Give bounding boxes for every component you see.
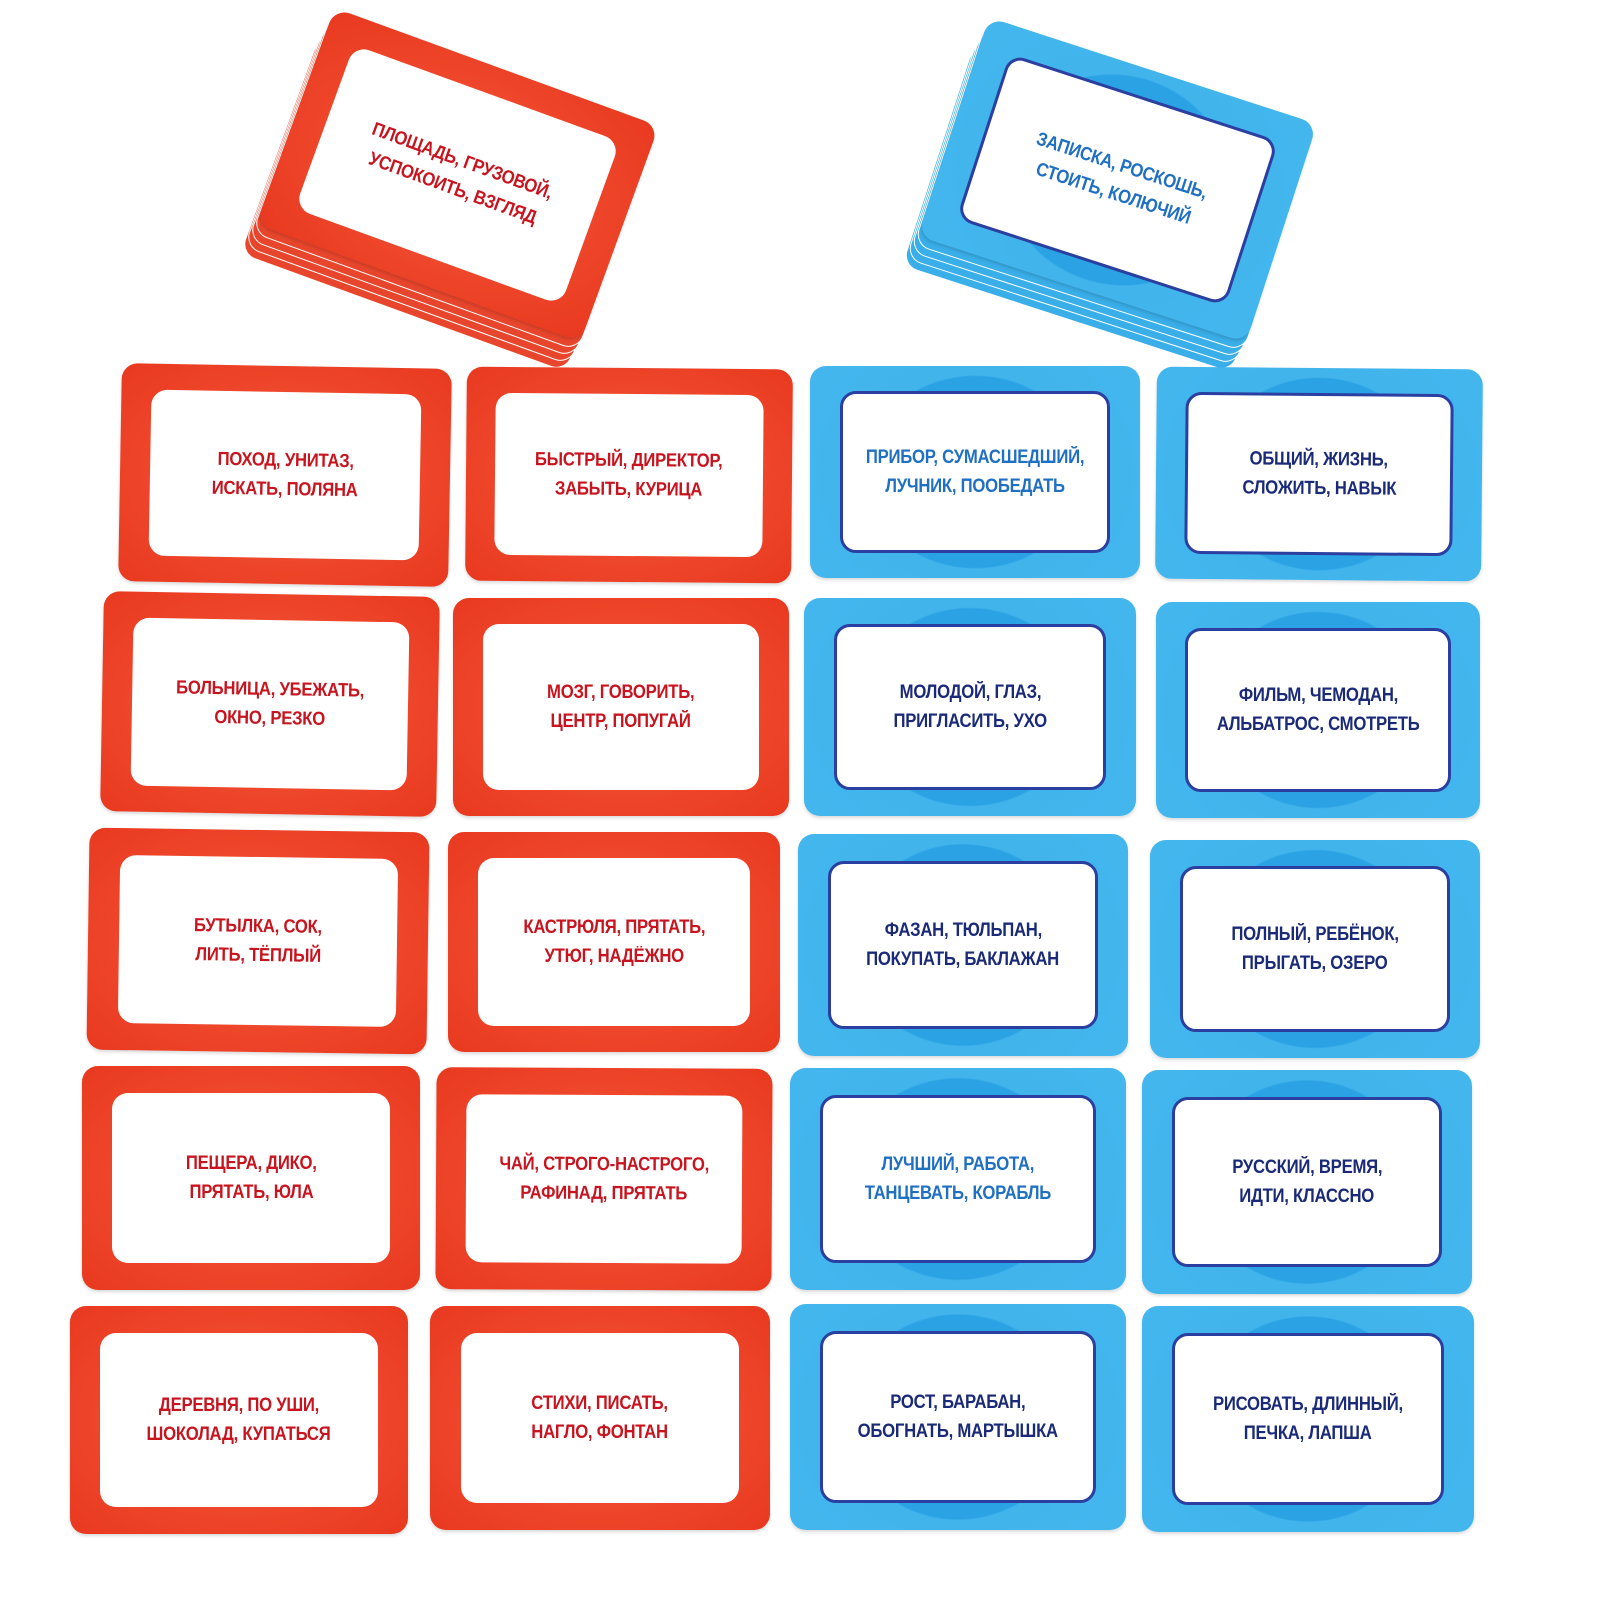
card-word-line: БЫСТРЫЙ, ДИРЕКТОР, xyxy=(535,449,723,472)
card-text-panel: БУТЫЛКА, СОК, ЛИТЬ, ТЁПЛЫЙ xyxy=(117,854,399,1028)
card-word-line: ДЕРЕВНЯ, ПО УШИ, xyxy=(158,1395,320,1416)
card-text-panel: РОСТ, БАРАБАН, ОБОГНАТЬ, МАРТЫШКА xyxy=(820,1331,1096,1503)
word-card-red: ПОХОД, УНИТАЗ, ИСКАТЬ, ПОЛЯНА xyxy=(118,363,452,587)
card-word-line: ЛИТЬ, ТЁПЛЫЙ xyxy=(194,944,321,967)
card-word-line: ФИЛЬМ, ЧЕМОДАН, xyxy=(1238,685,1398,706)
card-text-panel: ФАЗАН, ТЮЛЬПАН, ПОКУПАТЬ, БАКЛАЖАН xyxy=(827,860,1099,1030)
word-card-blue: ПРИБОР, СУМАСШЕДШИЙ, ЛУЧНИК, ПООБЕДАТЬ xyxy=(810,366,1140,578)
card-word-line: БОЛЬНИЦА, УБЕЖАТЬ, xyxy=(176,677,365,702)
card-text-panel: ПРИБОР, СУМАСШЕДШИЙ, ЛУЧНИК, ПООБЕДАТЬ xyxy=(839,391,1111,553)
card-word-line: НАГЛО, ФОНТАН xyxy=(531,1422,669,1443)
word-card-blue: ОБЩИЙ, ЖИЗНЬ, СЛОЖИТЬ, НАВЫК xyxy=(1155,366,1483,582)
card-text-panel: ПОХОД, УНИТАЗ, ИСКАТЬ, ПОЛЯНА xyxy=(148,389,422,561)
card-text-panel: ДЕРЕВНЯ, ПО УШИ, ШОКОЛАД, КУПАТЬСЯ xyxy=(100,1333,378,1507)
word-card-red: КАСТРЮЛЯ, ПРЯТАТЬ, УТЮГ, НАДЁЖНО xyxy=(448,832,780,1052)
card-word-line: ОКНО, РЕЗКО xyxy=(214,707,326,730)
deck-red-top-card: ПЛОЩАДЬ, ГРУЗОВОЙ,УСПОКОИТЬ, ВЗГЛЯД xyxy=(256,7,659,343)
word-card-blue: РИСОВАТЬ, ДЛИННЫЙ, ПЕЧКА, ЛАПША xyxy=(1142,1306,1474,1532)
card-word-line: ПОЛНЫЙ, РЕБЁНОК, xyxy=(1231,924,1399,945)
card-word-line: ЦЕНТР, ПОПУГАЙ xyxy=(550,711,692,732)
card-word-line: РУССКИЙ, ВРЕМЯ, xyxy=(1231,1157,1383,1178)
word-card-red: БЫСТРЫЙ, ДИРЕКТОР, ЗАБЫТЬ, КУРИЦА xyxy=(465,366,793,584)
card-word-line: ПОКУПАТЬ, БАКЛАЖАН xyxy=(866,949,1060,970)
card-word-line: ФАЗАН, ТЮЛЬПАН, xyxy=(884,920,1042,941)
card-text-panel: ПЕЩЕРА, ДИКО, ПРЯТАТЬ, ЮЛА xyxy=(112,1092,390,1264)
card-word-line: ПОХОД, УНИТАЗ, xyxy=(216,448,354,473)
card-text-panel: ПОЛНЫЙ, РЕБЁНОК, ПРЫГАТЬ, ОЗЕРО xyxy=(1179,866,1451,1032)
card-word-line: РАФИНАД, ПРЯТАТЬ xyxy=(520,1182,688,1205)
card-word-line: ИСКАТЬ, ПОЛЯНА xyxy=(211,477,358,502)
card-word-line: ПРЯТАТЬ, ЮЛА xyxy=(189,1182,313,1203)
word-card-blue: МОЛОДОЙ, ГЛАЗ, ПРИГЛАСИТЬ, УХО xyxy=(804,598,1136,816)
card-word-line: БУТЫЛКА, СОК, xyxy=(194,915,323,938)
card-word-line: КАСТРЮЛЯ, ПРЯТАТЬ, xyxy=(523,917,705,938)
card-word-line: ШОКОЛАД, КУПАТЬСЯ xyxy=(147,1424,331,1445)
card-word-line: УТЮГ, НАДЁЖНО xyxy=(544,946,684,967)
card-word-line: ЧАЙ, СТРОГО-НАСТРОГО, xyxy=(499,1153,709,1176)
card-word-line: РОСТ, БАРАБАН, xyxy=(890,1392,1026,1413)
card-text-panel: ЧАЙ, СТРОГО-НАСТРОГО, РАФИНАД, ПРЯТАТЬ xyxy=(465,1093,743,1265)
card-text-panel: РИСОВАТЬ, ДЛИННЫЙ, ПЕЧКА, ЛАПША xyxy=(1171,1333,1445,1505)
card-word-line: СТИХИ, ПИСАТЬ, xyxy=(531,1393,669,1414)
word-card-blue: ФАЗАН, ТЮЛЬПАН, ПОКУПАТЬ, БАКЛАЖАН xyxy=(798,834,1128,1056)
card-text-panel: ОБЩИЙ, ЖИЗНЬ, СЛОЖИТЬ, НАВЫК xyxy=(1184,392,1454,556)
card-text-panel: БОЛЬНИЦА, УБЕЖАТЬ, ОКНО, РЕЗКО xyxy=(130,617,410,791)
card-word-line: ЛУЧШИЙ, РАБОТА, xyxy=(881,1154,1035,1175)
word-card-red: БУТЫЛКА, СОК, ЛИТЬ, ТЁПЛЫЙ xyxy=(86,827,430,1055)
card-word-line: МОЛОДОЙ, ГЛАЗ, xyxy=(899,682,1041,703)
deck-blue-top-card: ЗАПИСКА, РОСКОШЬ,СТОИТЬ, КОЛЮЧИЙ xyxy=(917,17,1318,343)
word-card-red: ПЕЩЕРА, ДИКО, ПРЯТАТЬ, ЮЛА xyxy=(82,1066,420,1290)
card-text-panel: РУССКИЙ, ВРЕМЯ, ИДТИ, КЛАССНО xyxy=(1171,1096,1443,1268)
card-text-panel: СТИХИ, ПИСАТЬ, НАГЛО, ФОНТАН xyxy=(460,1332,740,1504)
word-card-blue: РУССКИЙ, ВРЕМЯ, ИДТИ, КЛАССНО xyxy=(1142,1070,1472,1294)
card-word-line: АЛЬБАТРОС, СМОТРЕТЬ xyxy=(1216,714,1420,735)
word-card-red: ЧАЙ, СТРОГО-НАСТРОГО, РАФИНАД, ПРЯТАТЬ xyxy=(435,1067,773,1291)
card-word-line: МОЗГ, ГОВОРИТЬ, xyxy=(547,682,695,703)
card-word-line: ПЕЩЕРА, ДИКО, xyxy=(185,1153,317,1174)
card-word-line: ТАНЦЕВАТЬ, КОРАБЛЬ xyxy=(864,1183,1052,1204)
card-text-panel: МОЗГ, ГОВОРИТЬ, ЦЕНТР, ПОПУГАЙ xyxy=(483,624,759,790)
card-word-line: ПРЫГАТЬ, ОЗЕРО xyxy=(1242,953,1388,974)
card-text-panel: ФИЛЬМ, ЧЕМОДАН, АЛЬБАТРОС, СМОТРЕТЬ xyxy=(1185,627,1451,793)
card-word-line: ПРИГЛАСИТЬ, УХО xyxy=(893,711,1047,732)
card-text-panel: МОЛОДОЙ, ГЛАЗ, ПРИГЛАСИТЬ, УХО xyxy=(833,624,1107,790)
word-card-red: ДЕРЕВНЯ, ПО УШИ, ШОКОЛАД, КУПАТЬСЯ xyxy=(70,1306,408,1534)
word-card-red: БОЛЬНИЦА, УБЕЖАТЬ, ОКНО, РЕЗКО xyxy=(100,591,440,817)
card-word-line: ОБОГНАТЬ, МАРТЫШКА xyxy=(857,1421,1059,1442)
word-card-blue: ПОЛНЫЙ, РЕБЁНОК, ПРЫГАТЬ, ОЗЕРО xyxy=(1150,840,1480,1058)
card-word-line: ЗАБЫТЬ, КУРИЦА xyxy=(555,478,703,501)
word-card-blue: ФИЛЬМ, ЧЕМОДАН, АЛЬБАТРОС, СМОТРЕТЬ xyxy=(1156,602,1480,818)
word-card-red: СТИХИ, ПИСАТЬ, НАГЛО, ФОНТАН xyxy=(430,1306,770,1530)
card-word-line: ИДТИ, КЛАССНО xyxy=(1239,1186,1375,1207)
word-card-red: МОЗГ, ГОВОРИТЬ, ЦЕНТР, ПОПУГАЙ xyxy=(453,598,789,816)
card-word-line: ЛУЧНИК, ПООБЕДАТЬ xyxy=(885,476,1065,497)
card-word-line: ПРИБОР, СУМАСШЕДШИЙ, xyxy=(865,447,1085,468)
card-word-line: СЛОЖИТЬ, НАВЫК xyxy=(1241,477,1396,500)
word-card-blue: РОСТ, БАРАБАН, ОБОГНАТЬ, МАРТЫШКА xyxy=(790,1304,1126,1530)
card-text-panel: БЫСТРЫЙ, ДИРЕКТОР, ЗАБЫТЬ, КУРИЦА xyxy=(494,392,764,558)
card-text-panel: КАСТРЮЛЯ, ПРЯТАТЬ, УТЮГ, НАДЁЖНО xyxy=(477,858,751,1026)
card-word-line: ОБЩИЙ, ЖИЗНЬ, xyxy=(1249,448,1389,471)
card-word-line: ПЕЧКА, ЛАПША xyxy=(1244,1423,1372,1444)
card-word-line: РИСОВАТЬ, ДЛИННЫЙ, xyxy=(1213,1394,1403,1415)
word-card-blue: ЛУЧШИЙ, РАБОТА, ТАНЦЕВАТЬ, КОРАБЛЬ xyxy=(790,1068,1126,1290)
card-text-panel: ЛУЧШИЙ, РАБОТА, ТАНЦЕВАТЬ, КОРАБЛЬ xyxy=(820,1094,1096,1264)
